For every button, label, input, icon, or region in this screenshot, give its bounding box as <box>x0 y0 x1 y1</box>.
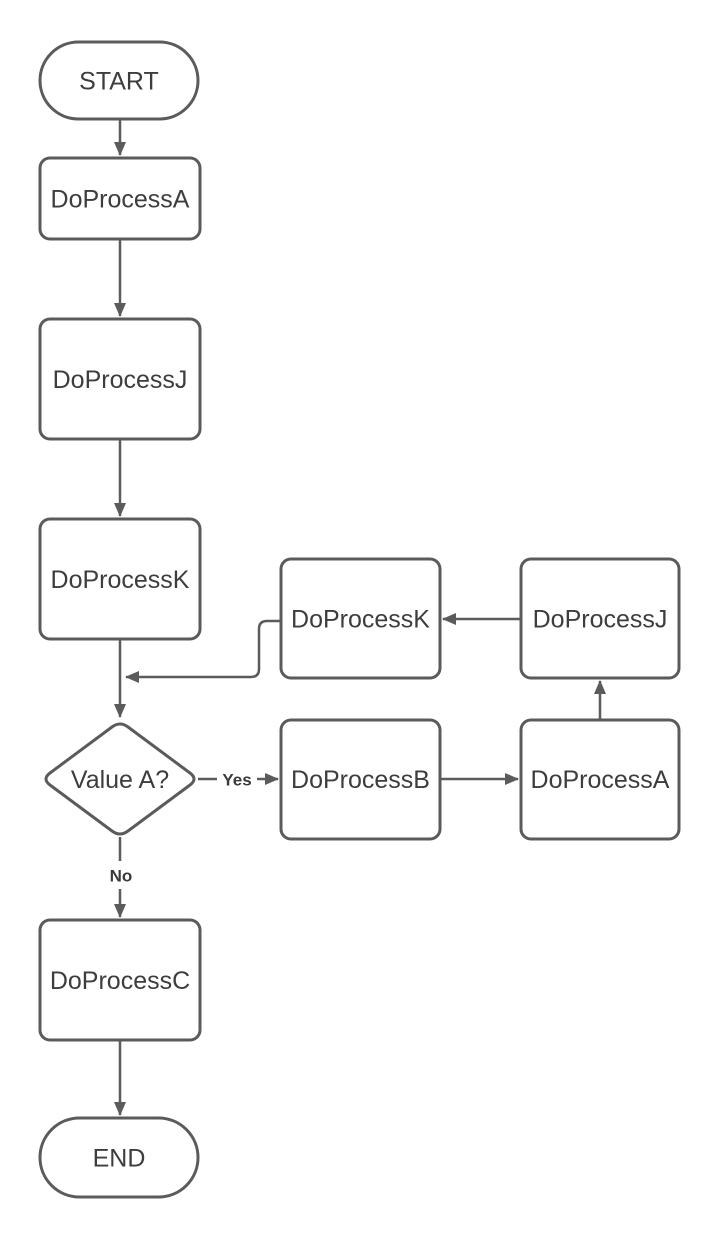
process-a-label: DoProcessA <box>51 186 190 214</box>
node-decision-value-a: Value A? <box>44 722 196 836</box>
node-process-b: DoProcessB <box>279 718 442 841</box>
start-label: START <box>79 68 159 96</box>
node-process-j-right: DoProcessJ <box>519 557 681 680</box>
yes-label: Yes <box>222 771 251 790</box>
process-j-shape <box>38 317 202 441</box>
node-end: END <box>38 1116 200 1199</box>
node-process-j: DoProcessJ <box>38 317 202 441</box>
yes-label-bg <box>217 765 257 793</box>
process-k-right-label: DoProcessK <box>291 606 430 634</box>
process-j-right-shape <box>519 557 681 680</box>
edge-loop-merge <box>125 619 281 683</box>
decision-label: Value A? <box>71 766 169 794</box>
edge-label-no: No <box>102 861 140 889</box>
process-a-shape <box>38 156 202 241</box>
node-start: START <box>38 40 200 121</box>
no-label: No <box>110 867 133 886</box>
node-process-k-right: DoProcessK <box>279 557 442 680</box>
node-process-a: DoProcessA <box>38 156 202 241</box>
no-label-bg <box>102 861 140 889</box>
decision-diamond-shape <box>44 722 196 836</box>
process-k-right-shape <box>279 557 442 680</box>
node-process-c: DoProcessC <box>38 918 202 1042</box>
process-a-right-label: DoProcessA <box>531 766 670 794</box>
process-k-shape <box>38 517 202 641</box>
process-c-shape <box>38 918 202 1042</box>
node-process-a-right: DoProcessA <box>519 718 681 841</box>
node-process-k: DoProcessK <box>38 517 202 641</box>
start-terminator-shape <box>38 40 200 121</box>
process-a-right-shape <box>519 718 681 841</box>
edge-label-yes: Yes <box>217 765 257 793</box>
process-b-shape <box>279 718 442 841</box>
end-terminator-shape <box>38 1116 200 1199</box>
process-k-label: DoProcessK <box>51 566 190 594</box>
process-c-label: DoProcessC <box>50 967 190 995</box>
process-b-label: DoProcessB <box>291 766 430 794</box>
process-j-label: DoProcessJ <box>53 366 188 394</box>
end-label: END <box>93 1145 146 1173</box>
process-j-right-label: DoProcessJ <box>533 606 668 634</box>
